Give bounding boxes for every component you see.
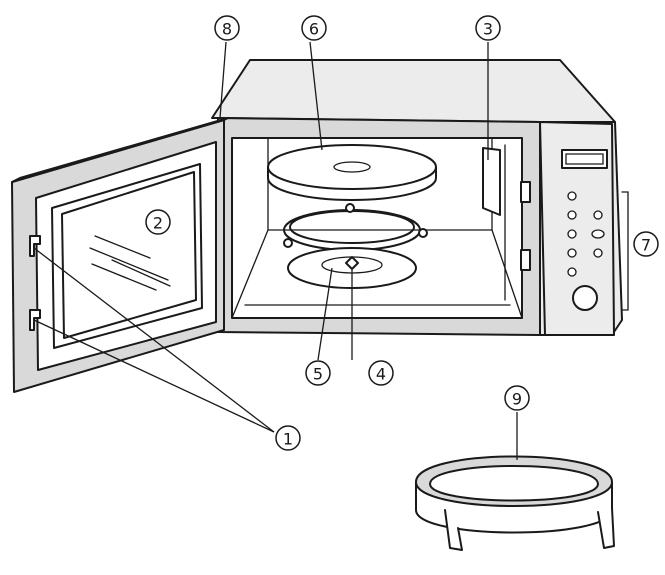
callout-number: 3 bbox=[483, 20, 493, 39]
callout-door-latch: 1 bbox=[275, 425, 301, 451]
callout-circle bbox=[633, 231, 659, 257]
callout-control-panel: 7 bbox=[633, 231, 659, 257]
callout-number: 8 bbox=[222, 20, 232, 39]
callout-glass-tray: 6 bbox=[301, 15, 327, 41]
door-latch-slot-lower bbox=[520, 249, 531, 271]
callout-number: 6 bbox=[309, 20, 319, 39]
metal-rack bbox=[415, 455, 615, 551]
callout-circle bbox=[305, 360, 331, 386]
leader-lines bbox=[33, 41, 518, 460]
oven-door bbox=[11, 117, 229, 393]
control-button bbox=[567, 248, 577, 258]
callout-circle bbox=[504, 385, 530, 411]
control-button bbox=[593, 248, 603, 258]
callout-labels: 1 2 3 4 5 6 7 8 9 bbox=[145, 15, 659, 451]
callout-circle bbox=[301, 15, 327, 41]
glass-tray bbox=[267, 144, 437, 201]
control-button bbox=[567, 267, 577, 277]
callout-number: 9 bbox=[512, 390, 522, 409]
roller-ring bbox=[283, 203, 428, 251]
door-window bbox=[51, 163, 203, 349]
control-panel-face bbox=[539, 121, 615, 336]
callout-circle bbox=[145, 209, 171, 235]
callout-number: 7 bbox=[641, 236, 651, 255]
callout-door-window: 2 bbox=[145, 209, 171, 235]
callout-circle bbox=[368, 360, 394, 386]
callout-circle bbox=[214, 15, 240, 41]
callout-number: 1 bbox=[283, 430, 293, 449]
control-dial bbox=[572, 285, 598, 311]
control-button bbox=[567, 191, 577, 201]
callout-roller-ring: 5 bbox=[305, 360, 331, 386]
control-button bbox=[567, 210, 577, 220]
door-latch-upper bbox=[29, 235, 41, 257]
turntable-shaft bbox=[345, 256, 359, 270]
control-panel bbox=[561, 149, 629, 311]
callout-number: 4 bbox=[376, 365, 386, 384]
door-latch-slot-upper bbox=[520, 181, 531, 203]
control-button bbox=[593, 210, 603, 220]
control-button bbox=[591, 229, 605, 239]
callout-number: 5 bbox=[313, 365, 323, 384]
door-latch-lower bbox=[29, 309, 41, 331]
callout-circle bbox=[475, 15, 501, 41]
callout-door-seal: 8 bbox=[214, 15, 240, 41]
turntable-base bbox=[287, 247, 417, 289]
callout-number: 2 bbox=[153, 214, 163, 233]
callout-waveguide-cover: 3 bbox=[475, 15, 501, 41]
callout-turntable-shaft: 4 bbox=[368, 360, 394, 386]
display-window bbox=[561, 149, 608, 169]
callout-circle bbox=[275, 425, 301, 451]
waveguide-cover bbox=[482, 147, 501, 216]
callout-metal-rack: 9 bbox=[504, 385, 530, 411]
control-button bbox=[567, 229, 577, 239]
